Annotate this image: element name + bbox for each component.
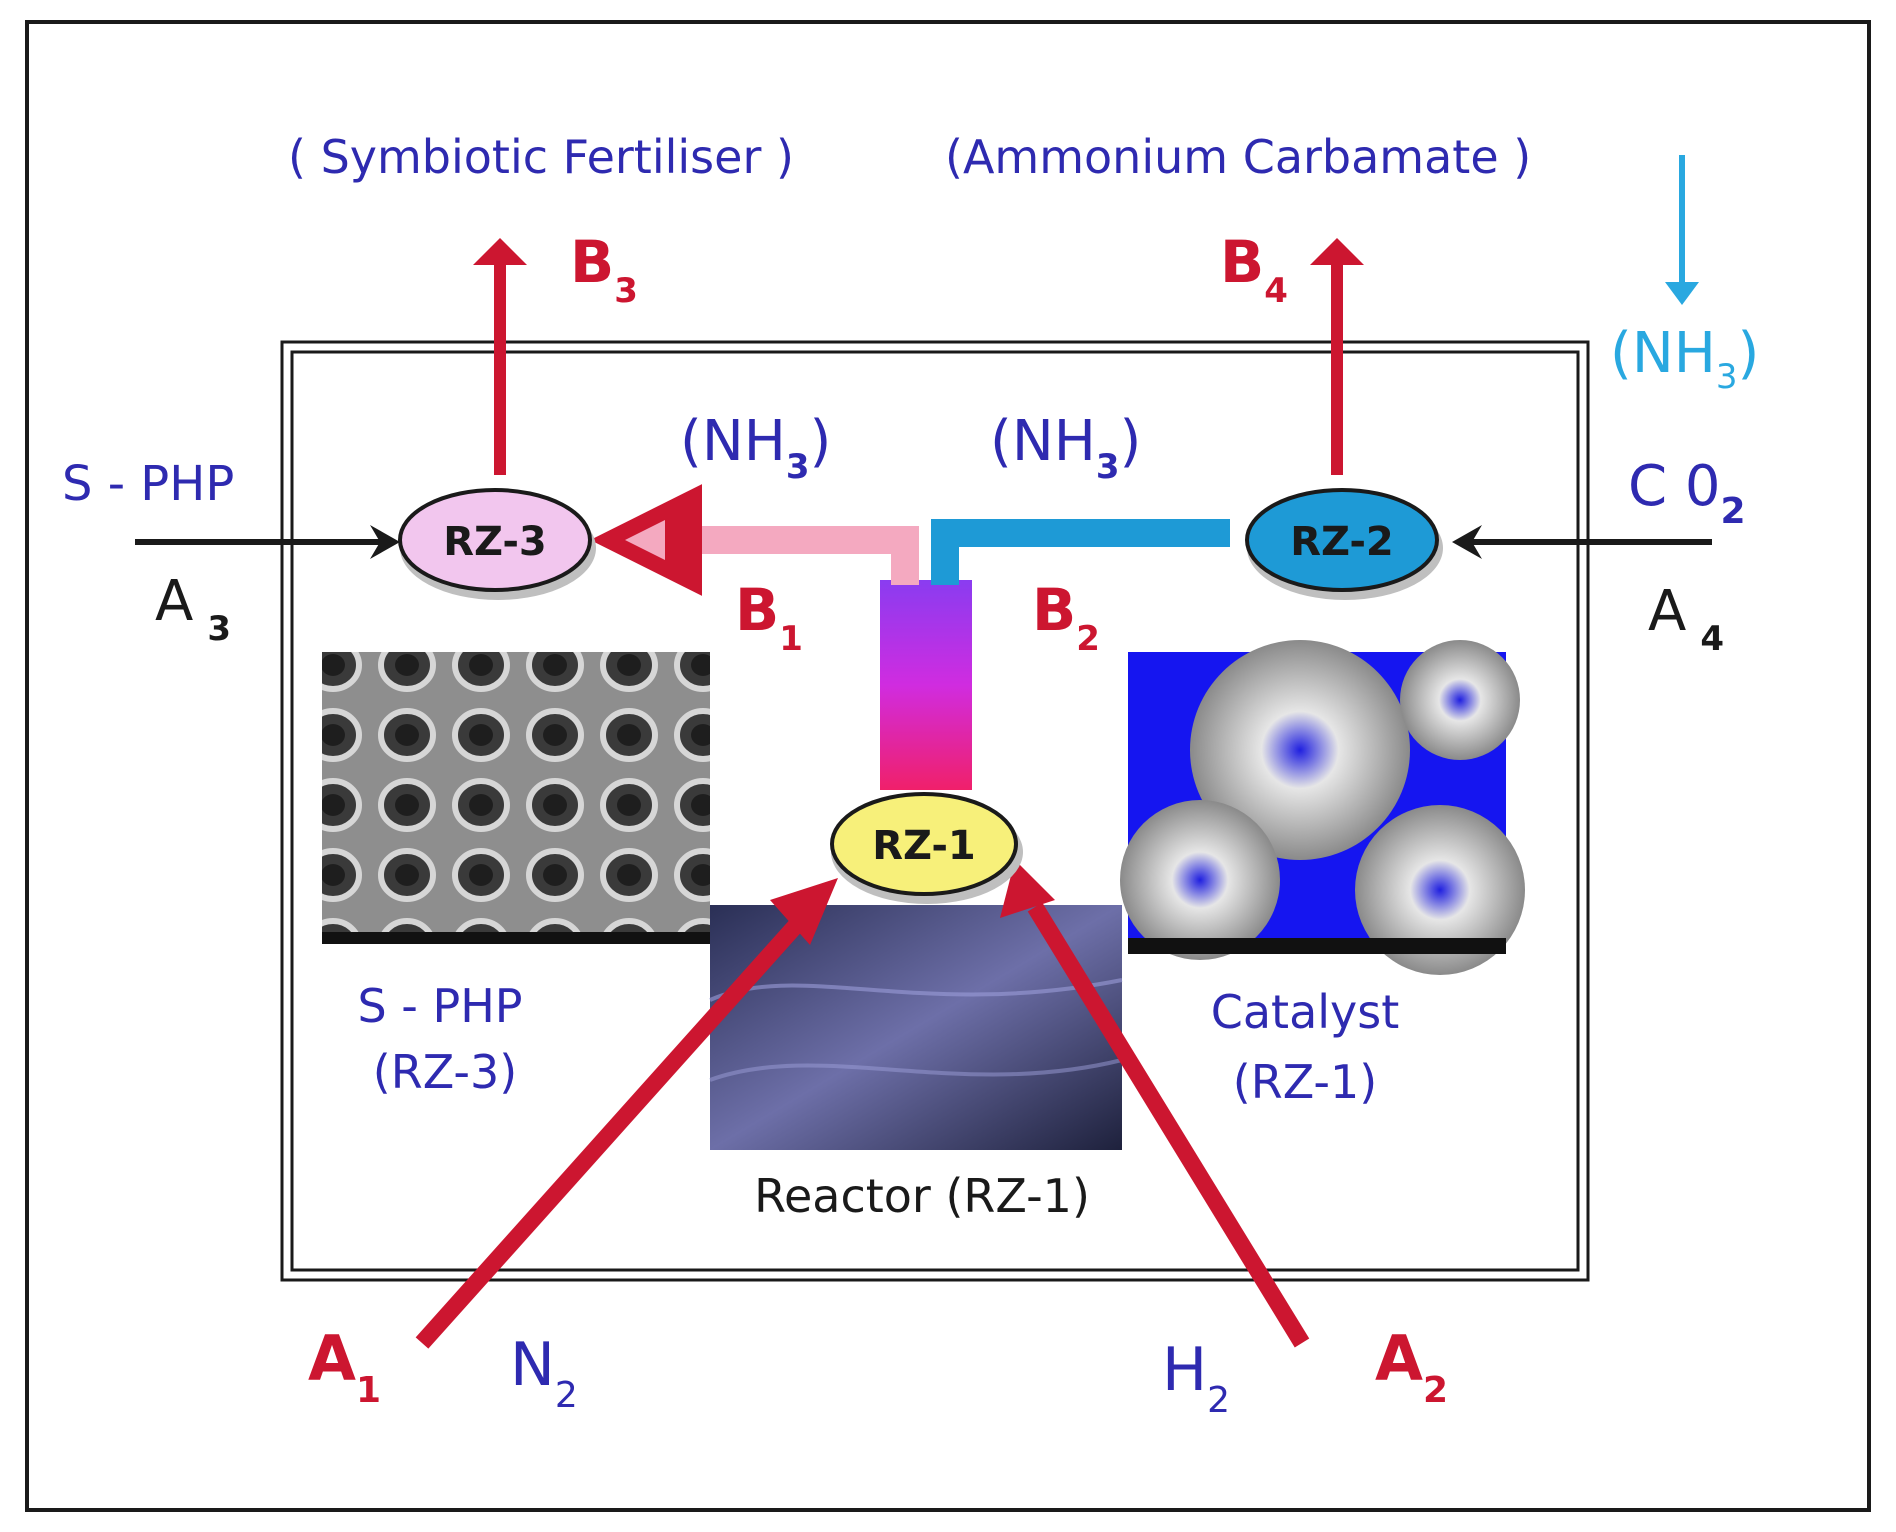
- rz3-node: RZ-3: [398, 488, 596, 600]
- b1-pipe-to-rz3: [590, 484, 919, 596]
- sphp-caption-line2: (RZ-3): [373, 1045, 517, 1099]
- b4-label: B4: [1220, 228, 1288, 311]
- rz2-node: RZ-2: [1245, 488, 1443, 600]
- catalyst-caption-line1: Catalyst: [1211, 985, 1400, 1039]
- sphp-input-label: S - PHP: [62, 456, 234, 512]
- rz1-node: RZ-1: [830, 792, 1023, 904]
- nh3-left-label: (NH3): [680, 409, 831, 487]
- b3-label: B3: [570, 228, 638, 311]
- inner-frame-outer-line: [280, 340, 1590, 1282]
- a2-feed-arrow: [1027, 902, 1310, 1348]
- rz3-label: RZ-3: [443, 519, 547, 565]
- sphp-micrograph-icon: [322, 652, 710, 944]
- outer-frame: [25, 20, 1871, 1512]
- rz1-label: RZ-1: [872, 823, 976, 869]
- rz2-label: RZ-2: [1290, 519, 1394, 565]
- nh3-arrow-head: [1665, 282, 1699, 305]
- a1-feed-arrow: [415, 906, 815, 1349]
- a1-arrow-head: [770, 878, 838, 945]
- rz1-outlet-stem: [880, 580, 972, 790]
- b3-arrow-head: [473, 238, 527, 265]
- catalyst-micrograph-icon: [1120, 640, 1525, 975]
- reactor-caption: Reactor (RZ-1): [754, 1169, 1090, 1223]
- symbiotic-fertiliser-label: ( Symbiotic Fertiliser ): [288, 130, 794, 184]
- ammonium-carbamate-label: (Ammonium Carbamate ): [945, 130, 1531, 184]
- nh3-outside-label: (NH3): [1610, 321, 1759, 397]
- a1-label: A1: [308, 1322, 381, 1411]
- a2-label: A2: [1375, 1322, 1448, 1411]
- b1-label: B1: [735, 576, 803, 659]
- a2-arrow-head: [1000, 860, 1055, 918]
- b4-arrow-head: [1310, 238, 1364, 265]
- h2-input-label: H2: [1162, 1335, 1230, 1421]
- b1-arrow-head: [625, 520, 665, 560]
- nh3-right-label: (NH3): [990, 409, 1141, 487]
- a4-arrow-head: [1452, 525, 1482, 559]
- b2-label: B2: [1032, 576, 1100, 659]
- inner-frame-inner-line: [290, 350, 1580, 1272]
- a3-arrow-head: [370, 525, 400, 559]
- co2-input-label: C 02: [1628, 454, 1746, 532]
- n2-input-label: N2: [510, 1330, 578, 1416]
- b2-arrow-head: [1190, 520, 1228, 546]
- sphp-caption-line1: S - PHP: [357, 979, 522, 1033]
- b2-pipe-to-rz2: [931, 519, 1230, 585]
- catalyst-caption-line2: (RZ-1): [1233, 1055, 1377, 1109]
